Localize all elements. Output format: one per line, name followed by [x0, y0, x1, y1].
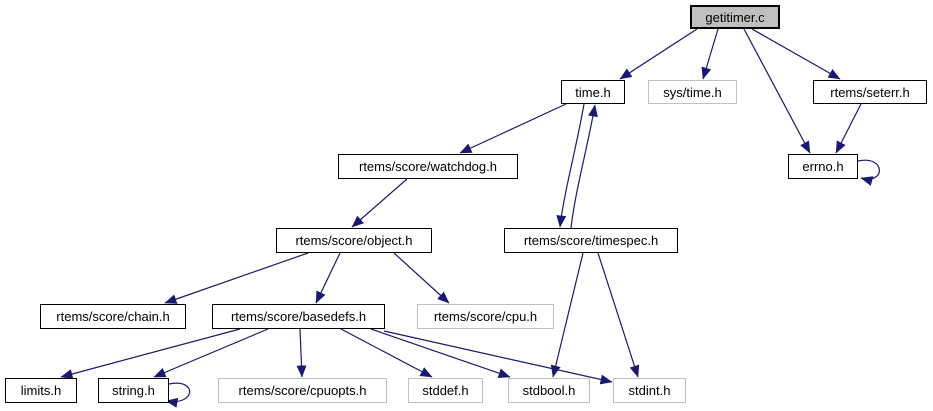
edge-rtems-score-watchdog-h-to-rtems-score-object-h — [351, 178, 408, 228]
node-stddef-h: stddef.h — [408, 378, 483, 403]
node-label: sys/time.h — [663, 84, 722, 100]
node-label: errno.h — [802, 159, 844, 174]
node-sys-time-h: sys/time.h — [648, 80, 737, 104]
edge-rtems-score-timespec-h-to-stdint-h — [597, 252, 640, 378]
edge-rtems-score-basedefs-h-to-rtems-score-cpuopts-h — [296, 328, 307, 378]
edge-rtems-score-basedefs-h-to-stdbool-h — [370, 328, 511, 378]
node-label: string.h — [112, 383, 155, 398]
node-label: rtems/score/watchdog.h — [358, 159, 497, 174]
node-string-h[interactable]: string.h — [98, 378, 169, 403]
node-label: time.h — [575, 84, 611, 100]
node-rtems-score-timespec-h[interactable]: rtems/score/timespec.h — [504, 228, 678, 253]
node-label: rtems/score/chain.h — [56, 309, 170, 324]
edge-rtems-score-object-h-to-rtems-score-basedefs-h — [315, 252, 341, 304]
node-label: getitimer.c — [705, 9, 765, 25]
node-label: rtems/score/object.h — [295, 233, 413, 248]
node-time-h[interactable]: time.h — [561, 80, 625, 104]
node-label: rtems/score/cpu.h — [433, 309, 538, 324]
node-rtems-seterr-h[interactable]: rtems/seterr.h — [813, 80, 927, 104]
node-label: rtems/seterr.h — [830, 84, 910, 100]
edge-time-h-to-rtems-score-watchdog-h — [459, 103, 567, 154]
edge-errno-h-to-errno-h — [857, 159, 880, 186]
edge-rtems-seterr-h-to-errno-h — [835, 103, 862, 154]
edge-rtems-score-timespec-h-to-stdbool-h — [550, 252, 584, 378]
node-rtems-score-cpu-h: rtems/score/cpu.h — [417, 304, 554, 329]
edge-rtems-score-object-h-to-rtems-score-cpu-h — [393, 252, 450, 304]
node-label: rtems/score/timespec.h — [523, 233, 659, 248]
edge-getitimer-c-to-time-h — [619, 28, 698, 80]
node-errno-h[interactable]: errno.h — [788, 154, 858, 179]
node-stdbool-h: stdbool.h — [508, 378, 590, 403]
edge-getitimer-c-to-sys-time-h — [701, 28, 719, 80]
node-label: rtems/score/basedefs.h — [230, 309, 367, 324]
node-label: stddef.h — [422, 383, 469, 398]
edge-rtems-score-timespec-h-to-time-h — [570, 104, 598, 229]
node-rtems-score-chain-h[interactable]: rtems/score/chain.h — [40, 304, 186, 329]
node-rtems-score-cpuopts-h: rtems/score/cpuopts.h — [218, 378, 387, 403]
edge-getitimer-c-to-errno-h — [743, 28, 811, 154]
node-limits-h[interactable]: limits.h — [5, 378, 77, 403]
edge-rtems-score-basedefs-h-to-stdint-h — [383, 330, 613, 385]
node-stdint-h: stdint.h — [613, 378, 686, 403]
node-label: limits.h — [20, 383, 62, 398]
node-getitimer-c: getitimer.c — [690, 5, 780, 29]
edge-time-h-to-rtems-score-timespec-h — [556, 103, 585, 228]
node-label: stdbool.h — [522, 383, 576, 398]
node-label: stdint.h — [628, 383, 671, 398]
edge-rtems-score-basedefs-h-to-string-h — [153, 328, 269, 378]
node-rtems-score-basedefs-h[interactable]: rtems/score/basedefs.h — [212, 304, 385, 329]
edge-string-h-to-string-h — [165, 382, 191, 408]
node-rtems-score-watchdog-h[interactable]: rtems/score/watchdog.h — [338, 154, 518, 179]
edge-rtems-score-basedefs-h-to-stddef-h — [340, 328, 433, 378]
node-label: rtems/score/cpuopts.h — [238, 383, 367, 398]
edge-rtems-score-basedefs-h-to-limits-h — [60, 328, 241, 379]
node-rtems-score-object-h[interactable]: rtems/score/object.h — [276, 228, 432, 253]
edge-getitimer-c-to-rtems-seterr-h — [751, 28, 841, 80]
edge-rtems-score-object-h-to-rtems-score-chain-h — [164, 252, 309, 304]
